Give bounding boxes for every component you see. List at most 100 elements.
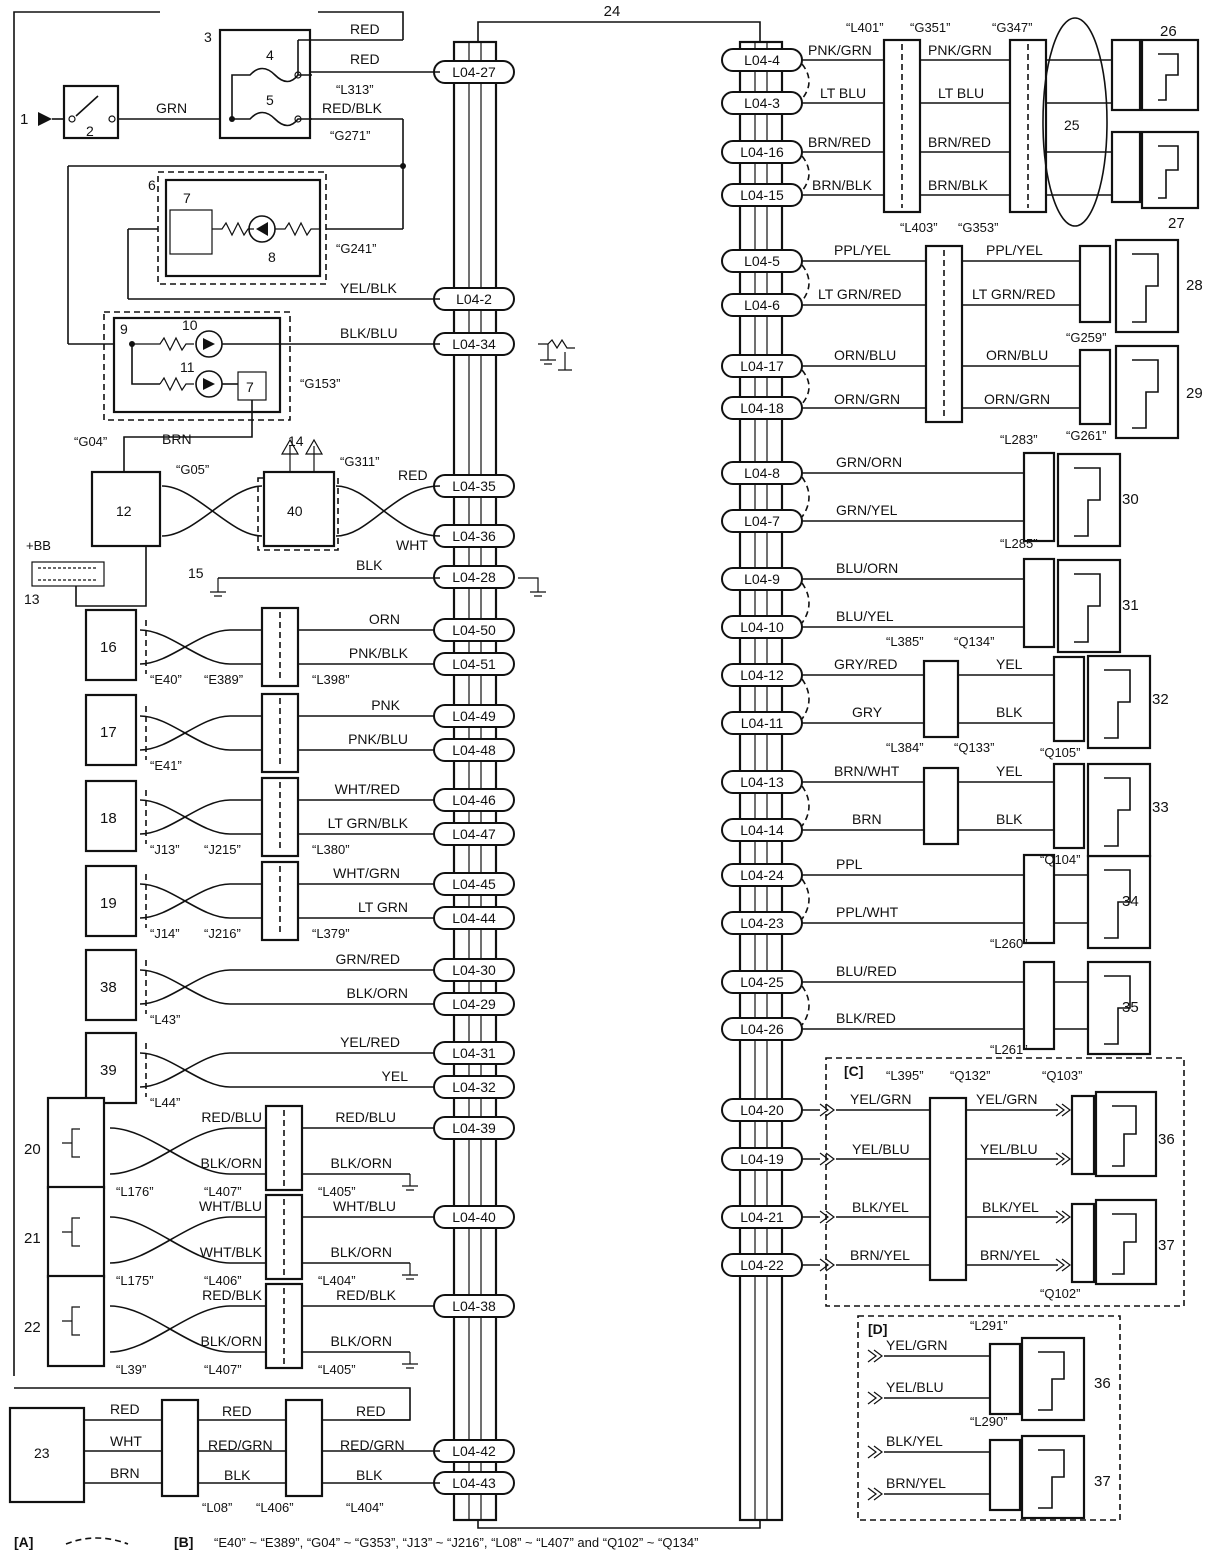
component-30: 30 [1122, 491, 1139, 508]
ref-g241: “G241” [336, 241, 376, 256]
wire-c_blk_yel_b: BLK/YEL [982, 1199, 1039, 1215]
connector-pin-L04-5[interactable]: L04-5 [721, 249, 803, 273]
ref-l44: “L44” [150, 1095, 180, 1110]
component-13: 13 [24, 591, 40, 607]
wire-d_blk_yel: BLK/YEL [886, 1433, 943, 1449]
connector-pin-L04-39[interactable]: L04-39 [433, 1116, 515, 1140]
connector-pin-L04-13[interactable]: L04-13 [721, 770, 803, 794]
connector-pin-L04-29[interactable]: L04-29 [433, 992, 515, 1016]
wire-d_brn_yel: BRN/YEL [886, 1475, 946, 1491]
connector-pin-L04-23[interactable]: L04-23 [721, 911, 803, 935]
wire-r_orn_blu_b: ORN/BLU [986, 347, 1048, 363]
pin-label: L04-34 [452, 336, 496, 352]
wire-r_blk_red: BLK/RED [836, 1010, 896, 1026]
connector-pin-L04-20[interactable]: L04-20 [721, 1098, 803, 1122]
ref-l395: “L395” [886, 1068, 924, 1083]
connector-pin-L04-21[interactable]: L04-21 [721, 1205, 803, 1229]
wire-red_blu_a: RED/BLU [201, 1109, 262, 1125]
ref-l43: “L43” [150, 1012, 180, 1027]
connector-pin-L04-7[interactable]: L04-7 [721, 509, 803, 533]
legend-b-key: [B] [174, 1534, 193, 1550]
connector-pin-L04-22[interactable]: L04-22 [721, 1253, 803, 1277]
ref-e389: “E389” [204, 672, 243, 687]
connector-pin-L04-46[interactable]: L04-46 [433, 788, 515, 812]
wire-blk_orn_b: BLK/ORN [331, 1155, 392, 1171]
wire-r_yel_32: YEL [996, 656, 1023, 672]
connector-pin-L04-27[interactable]: L04-27 [433, 60, 515, 84]
component-39: 39 [100, 1062, 117, 1079]
connector-pin-L04-50[interactable]: L04-50 [433, 618, 515, 642]
connector-pin-L04-51[interactable]: L04-51 [433, 652, 515, 676]
ref-j13: “J13” [150, 842, 180, 857]
ref-g271: “G271” [330, 128, 370, 143]
wire-yel-blk: YEL/BLK [340, 280, 397, 296]
wire-r_brn: BRN [852, 811, 882, 827]
connector-pin-L04-9[interactable]: L04-9 [721, 567, 803, 591]
connector-pin-L04-6[interactable]: L04-6 [721, 293, 803, 317]
wire-red-top: RED [350, 21, 380, 37]
connector-pin-L04-18[interactable]: L04-18 [721, 396, 803, 420]
connector-pin-L04-45[interactable]: L04-45 [433, 872, 515, 896]
connector-pin-L04-12[interactable]: L04-12 [721, 663, 803, 687]
connector-pin-L04-10[interactable]: L04-10 [721, 615, 803, 639]
connector-pin-L04-11[interactable]: L04-11 [721, 711, 803, 735]
component-12-40-area: “G04” BRN 12 “G05” 40 14 “G311” RED WHT … [24, 431, 546, 607]
connector-pin-L04-48[interactable]: L04-48 [433, 738, 515, 762]
connector-pin-L04-25[interactable]: L04-25 [721, 970, 803, 994]
wire-c_blk_yel_a: BLK/YEL [852, 1199, 909, 1215]
connector-pin-L04-24[interactable]: L04-24 [721, 863, 803, 887]
connector-pin-L04-40[interactable]: L04-40 [433, 1205, 515, 1229]
wire-r_lt_grn_red_a: LT GRN/RED [818, 286, 902, 302]
connector-pin-L04-28[interactable]: L04-28 [433, 565, 515, 589]
fuse-block-area: 1 2 GRN 3 4 5 RED RED “L313” RED/BLK “G2… [20, 11, 440, 345]
connector-pin-L04-30[interactable]: L04-30 [433, 958, 515, 982]
pin-label: L04-40 [452, 1209, 496, 1225]
connector-pin-L04-17[interactable]: L04-17 [721, 354, 803, 378]
wire-r_brn_red_a: BRN/RED [808, 134, 871, 150]
connector-pin-L04-26[interactable]: L04-26 [721, 1017, 803, 1041]
connector-pin-L04-15[interactable]: L04-15 [721, 183, 803, 207]
connector-pin-L04-38[interactable]: L04-38 [433, 1294, 515, 1318]
connector-pin-L04-2[interactable]: L04-2 [433, 287, 515, 311]
ref-e40: “E40” [150, 672, 182, 687]
connector-pin-L04-43[interactable]: L04-43 [433, 1471, 515, 1495]
component-21: 21 [24, 1230, 41, 1247]
wire-r_ppl_yel_a: PPL/YEL [834, 242, 891, 258]
connector-pin-L04-8[interactable]: L04-8 [721, 461, 803, 485]
wire-c_brn_yel_b: BRN/YEL [980, 1247, 1040, 1263]
component-37b: 37 [1094, 1473, 1111, 1490]
connector-pin-L04-34[interactable]: L04-34 [433, 332, 515, 356]
connector-pin-L04-42[interactable]: L04-42 [433, 1439, 515, 1463]
connector-pin-L04-49[interactable]: L04-49 [433, 704, 515, 728]
wire-wht-23: WHT [110, 1433, 142, 1449]
wire-r_brn_blk_a: BRN/BLK [812, 177, 873, 193]
connector-pin-L04-36[interactable]: L04-36 [433, 524, 515, 548]
connector-pin-L04-4[interactable]: L04-4 [721, 48, 803, 72]
ref-l405a: “L405” [318, 1184, 356, 1199]
connector-pin-L04-35[interactable]: L04-35 [433, 474, 515, 498]
bundle-label: 24 [604, 3, 621, 20]
connector-pin-L04-19[interactable]: L04-19 [721, 1147, 803, 1171]
wire-wht_blk: WHT/BLK [200, 1244, 263, 1260]
wire-brn: BRN [162, 431, 192, 447]
legend: [A] [B] “E40” ~ “E389”, “G04” ~ “G353”, … [14, 1534, 698, 1550]
connector-pin-L04-14[interactable]: L04-14 [721, 818, 803, 842]
ref-g259: “G259” [1066, 330, 1106, 345]
pin-label: L04-5 [744, 253, 780, 269]
connector-pin-L04-44[interactable]: L04-44 [433, 906, 515, 930]
connector-pin-L04-31[interactable]: L04-31 [433, 1041, 515, 1065]
wire-r_blk_33: BLK [996, 811, 1023, 827]
wire-wht_blu_b: WHT/BLU [333, 1198, 396, 1214]
wire-blk-23b: BLK [356, 1467, 383, 1483]
component-20: 20 [24, 1141, 41, 1158]
connector-pin-L04-47[interactable]: L04-47 [433, 822, 515, 846]
wire-blk_orn_c: BLK/ORN [331, 1244, 392, 1260]
component-6-lamp: 6 7 8 “G241” YEL/BLK [127, 171, 440, 300]
connector-pin-L04-3[interactable]: L04-3 [721, 91, 803, 115]
ref-l404b: “L404” [346, 1500, 384, 1515]
wire-red-35: RED [398, 467, 428, 483]
connector-pin-L04-32[interactable]: L04-32 [433, 1075, 515, 1099]
connector-pin-L04-16[interactable]: L04-16 [721, 140, 803, 164]
